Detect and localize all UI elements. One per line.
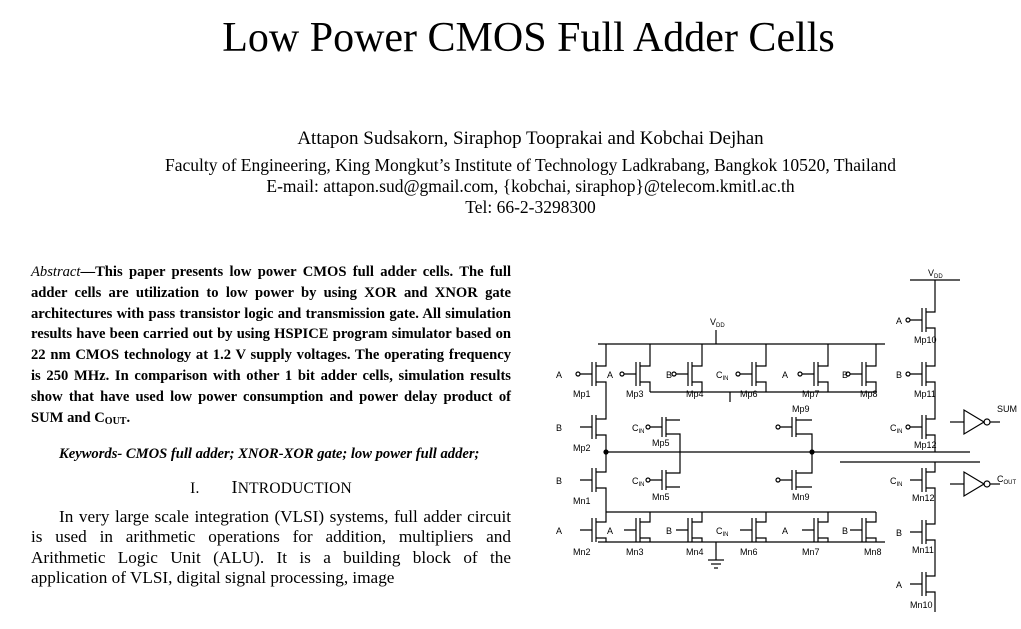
input-cin-label: CIN [716, 370, 729, 382]
sum-output-label: SUM [997, 404, 1017, 414]
transistor-label: Mp11 [914, 389, 936, 399]
section-title-initial: I [231, 477, 238, 498]
paper-title: Low Power CMOS Full Adder Cells [222, 15, 835, 61]
internal-wiring [603, 391, 980, 513]
input-a-label: A [607, 526, 613, 536]
bottom-nmos-row [580, 502, 877, 542]
author-affiliation-block: Faculty of Engineering, King Mongkut’s I… [0, 154, 1021, 217]
transistor-label: Mn4 [686, 547, 704, 557]
transistor-label: Mp8 [860, 389, 878, 399]
input-cin-label: CIN [632, 423, 645, 435]
transistor-label: Mn1 [573, 496, 591, 506]
input-a-label: A [896, 580, 902, 590]
input-b-label: B [666, 370, 672, 380]
affiliation: Faculty of Engineering, King Mongkut’s I… [164, 155, 897, 175]
transistor-label: Mp6 [740, 389, 758, 399]
abstract-sub: OUT [104, 415, 127, 427]
abstract-dash: — [80, 264, 96, 280]
keywords: Keywords- CMOS full adder; XNOR-XOR gate… [59, 446, 480, 463]
input-a-label: A [782, 370, 788, 380]
circuit-labels: SUM COUT A A B CIN A B B B A A B CIN A B… [556, 316, 1017, 610]
transistor-label: Mp7 [802, 389, 820, 399]
right-stack [905, 290, 936, 612]
input-cin-label: CIN [890, 423, 903, 435]
intro-paragraph: In very large scale integration (VLSI) s… [31, 506, 511, 588]
abstract-end: . [126, 409, 131, 426]
ground-symbols [598, 541, 885, 569]
input-b-label: B [556, 423, 562, 433]
input-b-label: B [896, 370, 902, 380]
email-line: E-mail: attapon.sud@gmail.com, {kobchai,… [266, 176, 795, 196]
paper-authors: Attapon Sudsakorn, Siraphop Tooprakai an… [297, 128, 764, 149]
transistor-label: Mn6 [740, 547, 758, 557]
input-cin-label: CIN [716, 526, 729, 538]
transistor-label: Mn10 [910, 600, 933, 610]
transistor-label: Mn12 [912, 493, 935, 503]
input-a-label: A [556, 370, 562, 380]
transistor-label: Mn3 [626, 547, 644, 557]
transistor-label: Mn7 [802, 547, 820, 557]
abstract: Abstract—This paper presents low power C… [31, 262, 511, 432]
transistor-label: Mn9 [792, 492, 810, 502]
transistor-label: Mp9 [792, 404, 810, 414]
input-cin-label: CIN [890, 476, 903, 488]
vdd-rails [598, 279, 960, 345]
section-number: I. [190, 480, 200, 498]
transistor-label: Mn2 [573, 547, 591, 557]
transistor-label: Mp12 [914, 440, 937, 450]
transistor-label: Mp2 [573, 443, 591, 453]
transistor-label: Mp4 [686, 389, 704, 399]
abstract-lead: Abstract [31, 264, 81, 280]
input-b-label: B [556, 476, 562, 486]
input-a-label: A [556, 526, 562, 536]
input-b-label: B [896, 528, 902, 538]
left-column: Abstract—This paper presents low power C… [31, 262, 511, 589]
transistor-label: Mp1 [573, 389, 591, 399]
cout-output-label: COUT [997, 474, 1017, 486]
abstract-body: This paper presents low power CMOS full … [31, 264, 511, 426]
input-a-label: A [607, 370, 613, 380]
transistor-label: Mn11 [912, 545, 934, 555]
vdd-label-center: VDD [710, 317, 725, 329]
tel-line: Tel: 66-2-3298300 [465, 197, 596, 217]
full-adder-schematic: VDD VDD [556, 268, 1017, 612]
input-a-label: A [896, 316, 902, 326]
transistor-label: Mn5 [652, 492, 670, 502]
input-b-label: B [842, 526, 848, 536]
input-cin-label: CIN [632, 476, 645, 488]
input-b-label: B [666, 526, 672, 536]
section-heading: I. INTRODUCTION [31, 477, 511, 500]
input-a-label: A [782, 526, 788, 536]
top-pmos-row [575, 344, 877, 406]
transistor-label: Mp3 [626, 389, 644, 399]
input-b-label: B [842, 370, 848, 380]
output-buffers [950, 408, 1000, 498]
transistor-label: Mp5 [652, 438, 670, 448]
circuit-figure: VDD VDD [540, 262, 1020, 629]
middle-transistors [580, 406, 813, 502]
transistor-label: Mn8 [864, 547, 882, 557]
vdd-label-right: VDD [928, 268, 943, 280]
section-title-rest: NTRODUCTION [237, 480, 352, 498]
transistor-label: Mp10 [914, 335, 937, 345]
